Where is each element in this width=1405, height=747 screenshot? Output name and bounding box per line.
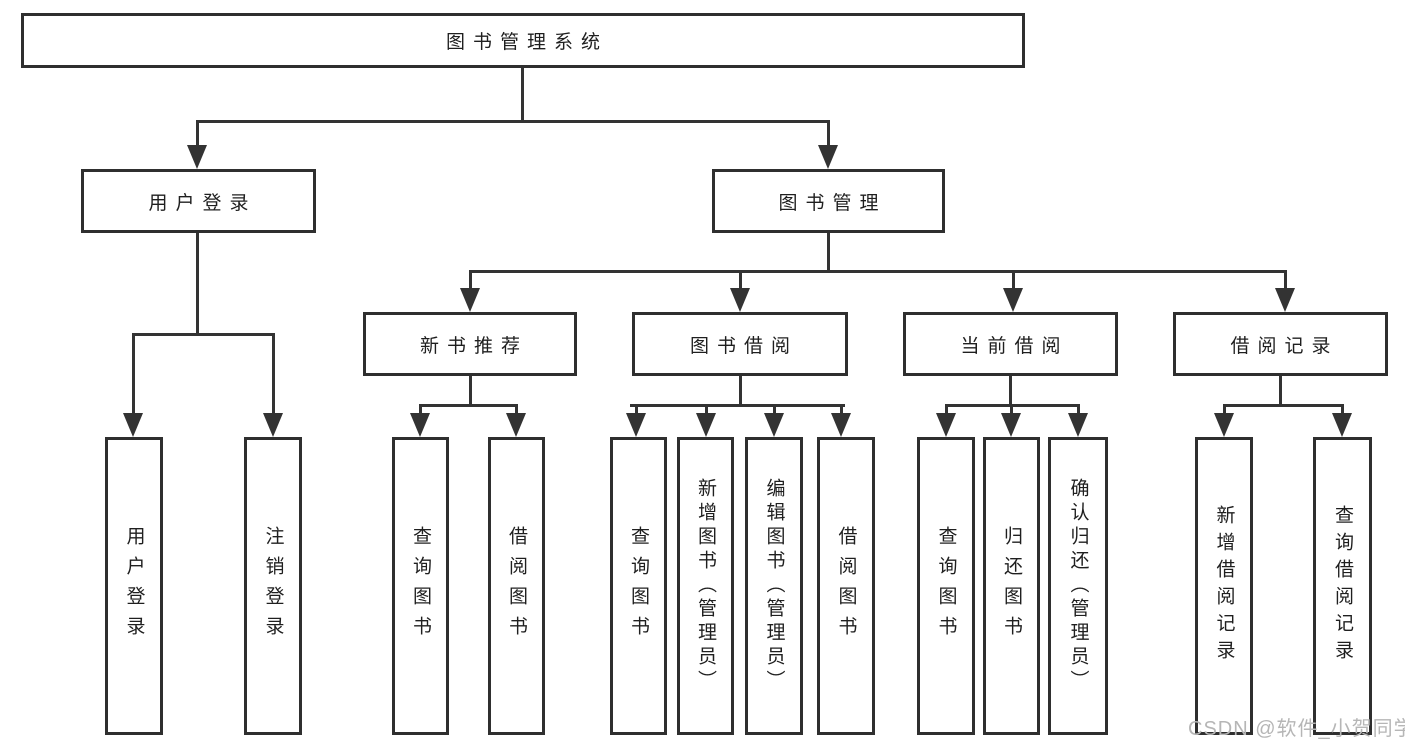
connector-drop-user-login: [196, 120, 199, 148]
leaf-br-add-record: 新增借阅记录: [1195, 437, 1253, 735]
connector-drop-br-add: [1223, 404, 1226, 416]
arrow-down-icon: [1001, 413, 1021, 437]
arrow-down-icon: [730, 288, 750, 312]
connector-drop-new-book-rec: [469, 270, 472, 292]
leaf-user-login: 用户登录: [105, 437, 163, 735]
arrow-down-icon: [1332, 413, 1352, 437]
connector-drop-br-query: [1341, 404, 1344, 416]
arrow-down-icon: [696, 413, 716, 437]
node-book-borrowing: 图书借阅: [632, 312, 848, 376]
connector-drop-cb-confirm: [1077, 404, 1080, 416]
connector-userlogin-split: [132, 333, 274, 336]
connector-bookborrow-split: [630, 404, 845, 407]
leaf-cb-return-books: 归还图书: [983, 437, 1040, 735]
connector-bookmgmt-stem: [827, 233, 830, 272]
leaf-cb-confirm-return-admin: 确认归还（管理员）: [1048, 437, 1108, 735]
connector-drop-nb-query: [419, 404, 422, 416]
connector-newbookrec-stem: [469, 376, 472, 406]
node-current-borrowing: 当前借阅: [903, 312, 1118, 376]
connector-drop-cb-query: [945, 404, 948, 416]
leaf-bb-query-books: 查询图书: [610, 437, 667, 735]
connector-drop-borrow-records: [1284, 270, 1287, 292]
leaf-bb-edit-books-admin: 编辑图书（管理员）: [745, 437, 803, 735]
node-user-login-module: 用户登录: [81, 169, 316, 233]
arrow-down-icon: [123, 413, 143, 437]
connector-borrowrecords-split: [1223, 404, 1343, 407]
leaf-bb-borrow-books: 借阅图书: [817, 437, 875, 735]
arrow-down-icon: [1275, 288, 1295, 312]
connector-bookmgmt-split: [469, 270, 1286, 273]
arrow-down-icon: [1214, 413, 1234, 437]
connector-drop-nb-borrow: [515, 404, 518, 416]
leaf-br-query-record: 查询借阅记录: [1313, 437, 1372, 735]
arrow-down-icon: [410, 413, 430, 437]
connector-newbookrec-split: [419, 404, 518, 407]
node-new-book-recommendation: 新书推荐: [363, 312, 577, 376]
arrow-down-icon: [460, 288, 480, 312]
csdn-watermark: CSDN @软件_小贺同学: [1188, 718, 1405, 740]
arrow-down-icon: [506, 413, 526, 437]
arrow-down-icon: [1068, 413, 1088, 437]
node-book-management-module: 图书管理: [712, 169, 945, 233]
arrow-down-icon: [936, 413, 956, 437]
leaf-nb-borrow-books: 借阅图书: [488, 437, 545, 735]
leaf-bb-add-books-admin: 新增图书（管理员）: [677, 437, 734, 735]
leaf-cb-query-books: 查询图书: [917, 437, 975, 735]
connector-root-split: [196, 120, 830, 123]
connector-drop-leaf-user-login: [132, 333, 135, 415]
node-library-management-system: 图书管理系统: [21, 13, 1025, 68]
connector-bookborrow-stem: [739, 376, 742, 406]
connector-drop-bb-edit: [773, 404, 776, 416]
connector-root-stem: [521, 68, 524, 122]
arrow-down-icon: [831, 413, 851, 437]
node-borrowing-records: 借阅记录: [1173, 312, 1388, 376]
leaf-nb-query-books: 查询图书: [392, 437, 449, 735]
arrow-down-icon: [263, 413, 283, 437]
connector-drop-bb-borrow: [840, 404, 843, 416]
connector-drop-current-borrow: [1012, 270, 1015, 292]
connector-currentborrow-stem: [1009, 376, 1012, 406]
arrow-down-icon: [187, 145, 207, 169]
connector-drop-book-mgmt: [827, 120, 830, 148]
connector-userlogin-stem: [196, 233, 199, 335]
connector-drop-cb-return: [1010, 404, 1013, 416]
arrow-down-icon: [764, 413, 784, 437]
arrow-down-icon: [818, 145, 838, 169]
connector-borrowrecords-stem: [1279, 376, 1282, 406]
connector-drop-book-borrow: [739, 270, 742, 292]
arrow-down-icon: [626, 413, 646, 437]
connector-drop-leaf-logout: [272, 333, 275, 415]
connector-drop-bb-query: [635, 404, 638, 416]
leaf-logout: 注销登录: [244, 437, 302, 735]
arrow-down-icon: [1003, 288, 1023, 312]
connector-drop-bb-add: [705, 404, 708, 416]
